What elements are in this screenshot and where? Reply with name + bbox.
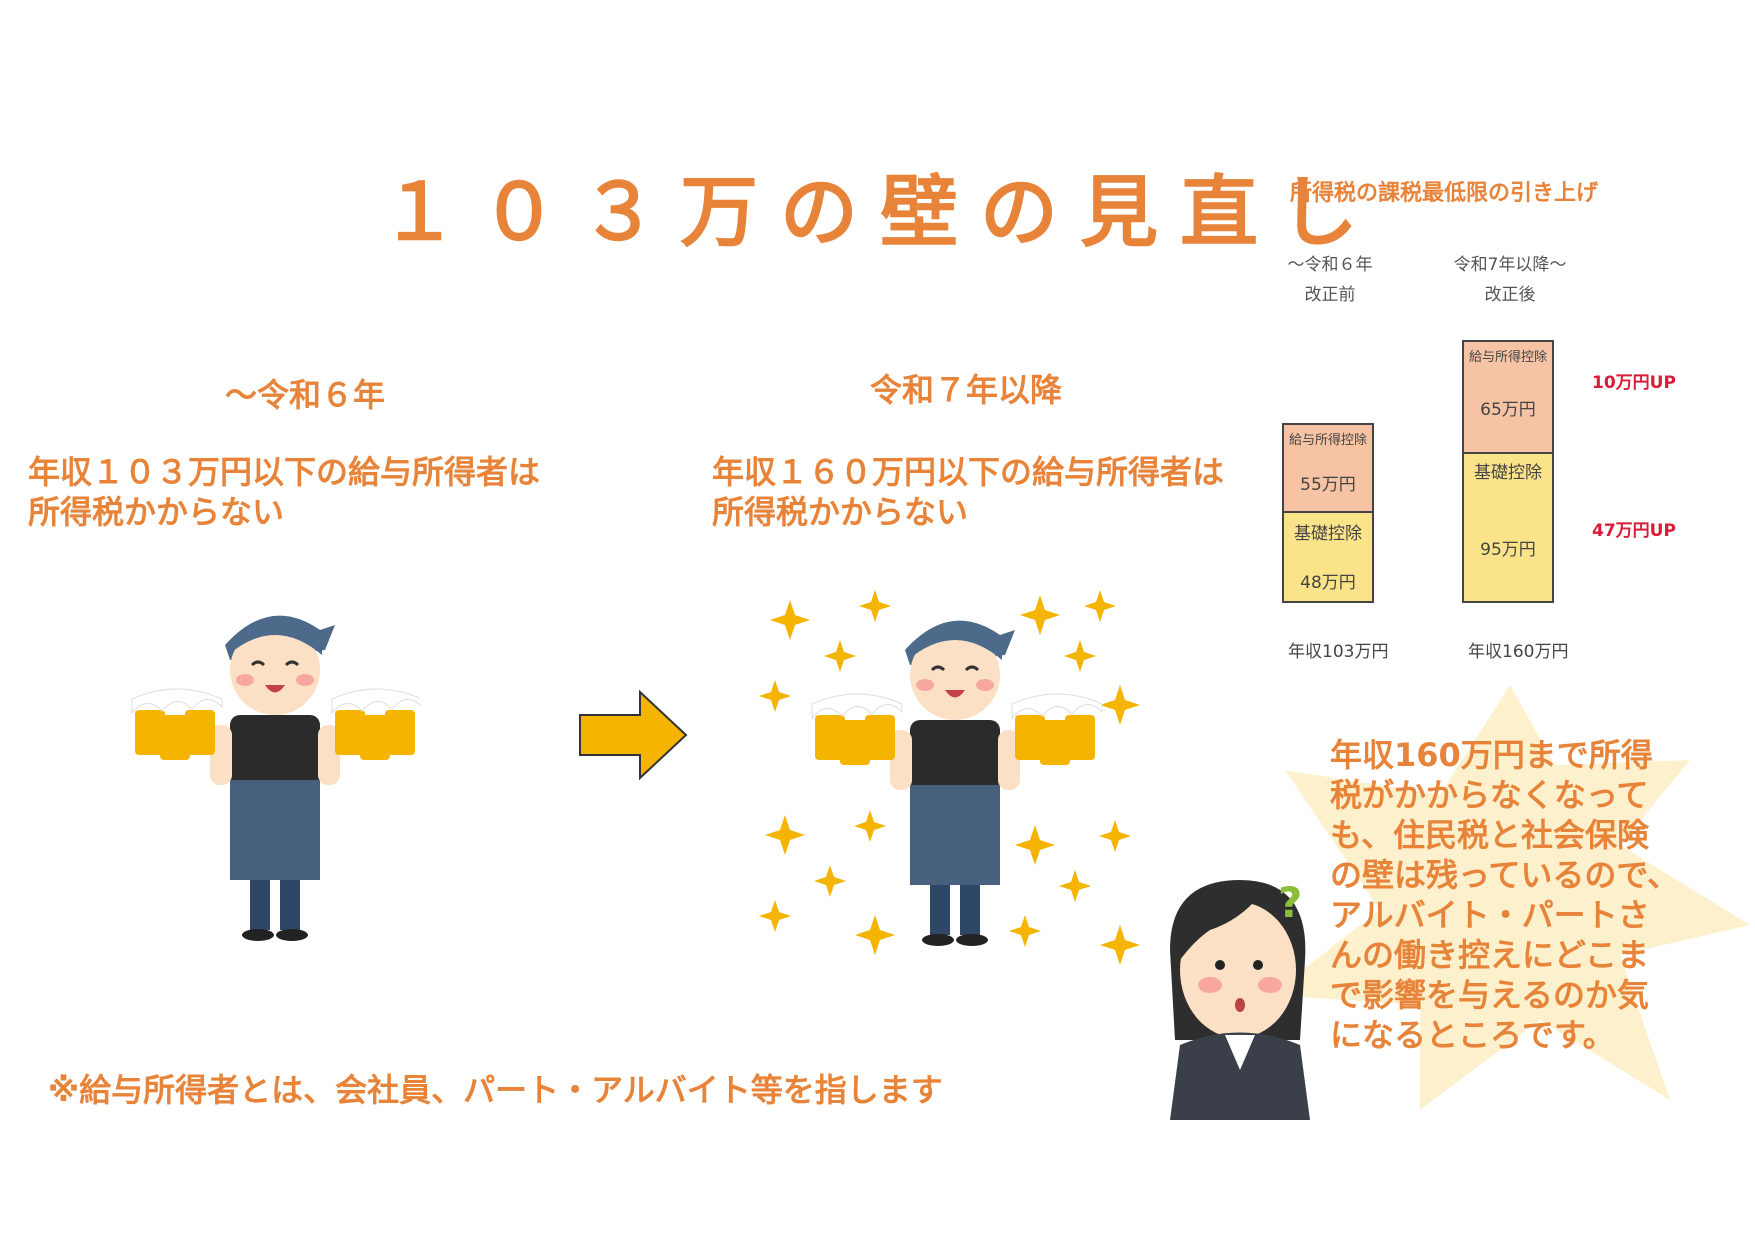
before-column-header: ～令和６年 改正前 [1260,250,1400,310]
sparkling-man-icon [759,590,1140,965]
basic-increase-label: 47万円UP [1592,521,1676,541]
before-head-line2: 改正前 [1304,285,1356,305]
sparkle-icon [759,590,1140,965]
bubble-line: んの働き控えにどこま [1330,936,1650,974]
man-with-beer-icon [131,615,420,941]
speech-burst-shape [1270,685,1750,1110]
after-salary-segment: 給与所得控除 65万円 [1464,342,1552,454]
arrow-right-icon [579,690,688,780]
bubble-line: で影響を与えるのか気 [1330,976,1650,1014]
right-desc-line1: 年収１６０万円以下の給与所得者は [712,453,1225,491]
bubble-line: 年収160万円まで所得 [1330,736,1653,774]
before-basic-amount: 48万円 [1300,573,1356,593]
bubble-line: アルバイト・パートさ [1330,896,1650,934]
woman-thinking-icon [1170,880,1310,1120]
right-description: 年収１６０万円以下の給与所得者は 所得税かからない [712,452,1224,532]
before-bar: 給与所得控除 55万円 基礎控除 48万円 [1282,423,1374,603]
before-salary-label: 給与所得控除 [1288,433,1367,448]
bubble-line: も、住民税と社会保険 [1330,816,1650,854]
chart-title: 所得税の課税最低限の引き上げ [1290,181,1599,206]
after-income-label: 年収160万円 [1468,642,1569,662]
after-column-header: 令和7年以降～ 改正後 [1440,250,1580,310]
after-salary-label: 給与所得控除 [1468,350,1547,365]
after-head-line1: 令和7年以降～ [1453,255,1567,275]
speech-bubble-text: 年収160万円まで所得 税がかからなくなって も、住民税と社会保険 の壁は残って… [1330,735,1710,1055]
left-desc-line1: 年収１０３万円以下の給与所得者は [28,453,541,491]
after-basic-segment: 基礎控除 95万円 [1464,454,1552,601]
before-salary-amount: 55万円 [1300,475,1356,495]
footnote: ※給与所得者とは、会社員、パート・アルバイト等を指します [48,1071,943,1109]
before-salary-segment: 給与所得控除 55万円 [1284,425,1372,513]
before-basic-segment: 基礎控除 48万円 [1284,513,1372,601]
before-head-line1: ～令和６年 [1287,255,1373,275]
after-bar: 給与所得控除 65万円 基礎控除 95万円 [1462,340,1554,603]
before-income-label: 年収103万円 [1288,642,1389,662]
left-era-heading: ～令和６年 [225,376,386,414]
left-description: 年収１０３万円以下の給与所得者は 所得税かからない [28,452,540,532]
left-desc-line2: 所得税かからない [28,493,285,531]
after-basic-amount: 95万円 [1480,540,1536,560]
after-salary-amount: 65万円 [1480,400,1536,420]
right-era-heading: 令和７年以降 [870,371,1063,409]
bubble-line: の壁は残っているので、 [1330,856,1680,894]
before-basic-label: 基礎控除 [1294,524,1362,544]
bubble-line: 税がかからなくなって [1330,776,1649,814]
bubble-line: になるところです。 [1330,1016,1615,1054]
page-title: １０３万の壁の見直し [380,168,1381,258]
after-head-line2: 改正後 [1484,285,1536,305]
question-mark-icon: ? [1278,878,1303,927]
right-desc-line2: 所得税かからない [712,493,969,531]
salary-increase-label: 10万円UP [1592,373,1676,393]
after-basic-label: 基礎控除 [1474,463,1542,483]
